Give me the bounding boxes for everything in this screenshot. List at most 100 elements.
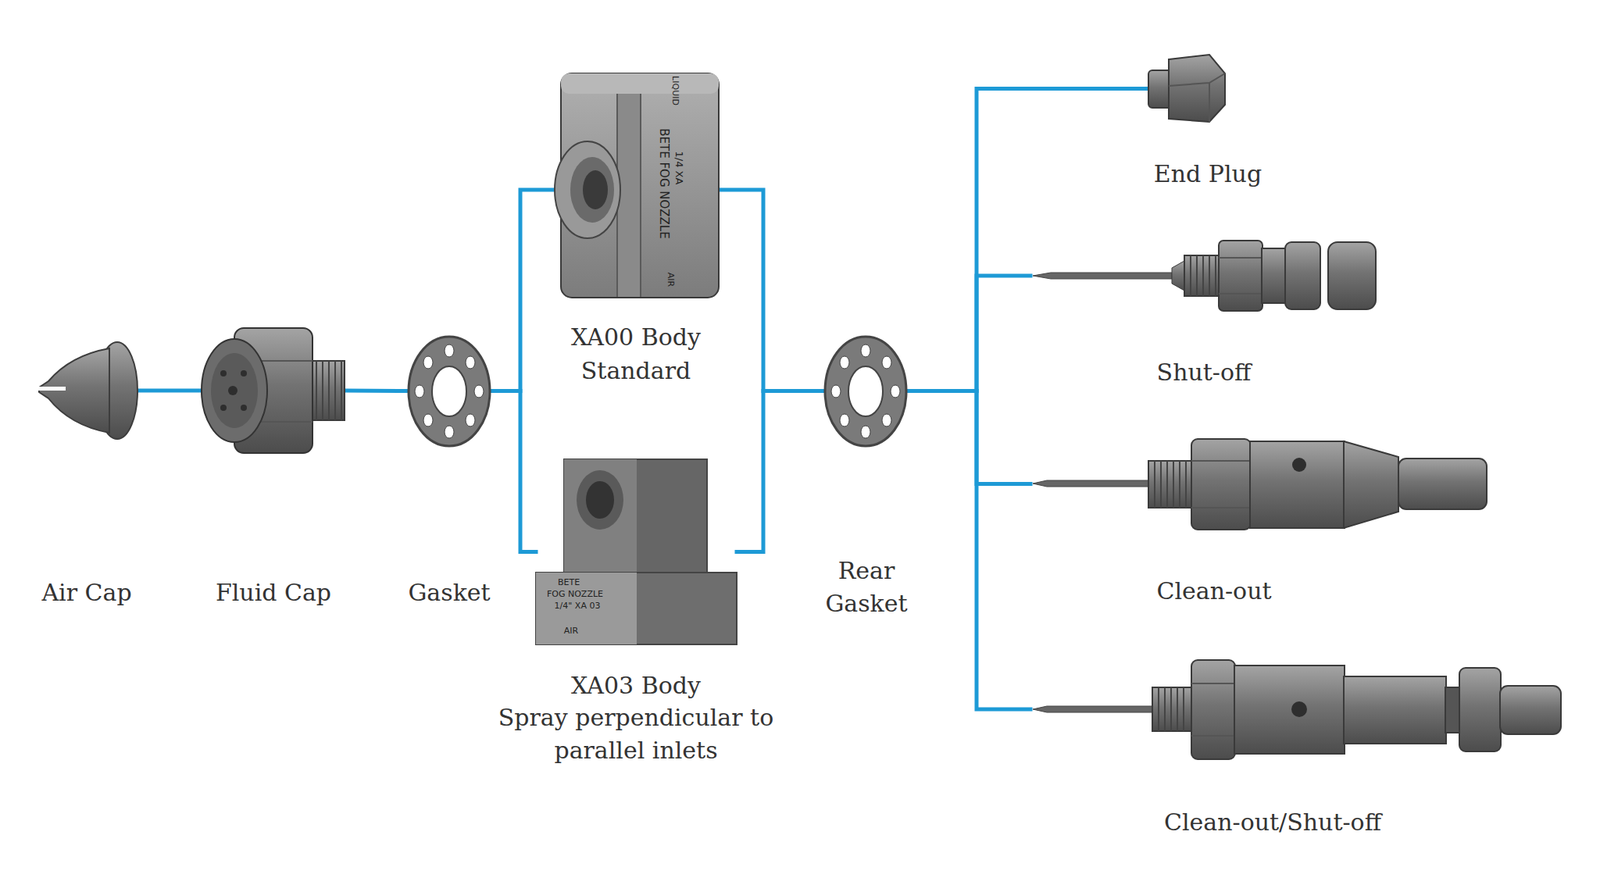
clean-out-illustration — [1032, 439, 1487, 530]
illustration-shape — [1343, 441, 1399, 529]
illustration-shape — [1191, 683, 1236, 736]
illustration-shape — [1032, 272, 1172, 279]
illustration-shape — [432, 366, 467, 417]
part-node: Air Cap — [35, 341, 138, 440]
illustration-shape — [1191, 439, 1251, 530]
illustration-shape — [831, 344, 900, 439]
illustration-shape — [240, 404, 247, 411]
illustration-shape — [1343, 676, 1447, 744]
illustration-shape — [582, 170, 608, 210]
illustration-shape — [1459, 667, 1501, 752]
illustration-shape — [1398, 458, 1487, 510]
part-node: Shut-off — [1030, 239, 1376, 312]
illustration-shape — [560, 73, 719, 94]
illustration-shape — [1285, 242, 1321, 310]
illustration-shape — [1032, 480, 1150, 487]
stamped-text: AIR — [666, 272, 675, 287]
illustration-shape — [1250, 441, 1345, 529]
illustration-shape — [210, 353, 258, 429]
part-node: Gasket — [408, 336, 490, 446]
illustration-shape — [1191, 660, 1236, 760]
illustration-shape — [1328, 242, 1376, 310]
illustration-shape — [1152, 687, 1193, 732]
illustration-shape — [831, 385, 841, 398]
connector-line — [906, 391, 1031, 485]
illustration-shape — [220, 404, 227, 411]
illustration-shape — [1234, 665, 1345, 754]
illustration-shape — [882, 414, 892, 427]
illustration-shape — [882, 356, 892, 369]
gasket-illustration — [408, 336, 490, 447]
part-node: End Plug — [1148, 54, 1225, 123]
connector-line — [719, 189, 825, 392]
part-node: Rear Gasket — [825, 336, 907, 446]
illustration-shape — [1500, 685, 1561, 735]
illustration-shape — [35, 386, 66, 391]
illustration-shape — [554, 141, 621, 239]
illustration-shape — [444, 344, 454, 358]
illustration-shape — [228, 385, 238, 396]
illustration-shape — [1190, 255, 1216, 297]
illustration-shape — [240, 370, 247, 377]
illustration-shape — [414, 385, 425, 398]
stamped-text: 1/4 XA — [674, 151, 685, 186]
stamped-text: BETE FOG NOZZLE — [657, 128, 670, 239]
stamped-text: AIR — [564, 626, 579, 636]
end-plug-illustration — [1148, 54, 1225, 122]
illustration-shape — [839, 356, 850, 369]
illustration-shape — [1261, 248, 1286, 304]
connector-line — [906, 89, 1149, 392]
illustration-shape — [576, 470, 624, 530]
shut-off-illustration — [1032, 240, 1376, 311]
illustration-shape — [1291, 701, 1308, 718]
rear-gasket-illustration — [825, 336, 907, 447]
illustration-shape — [825, 336, 907, 447]
illustration-shape — [860, 425, 871, 439]
illustration-shape — [316, 360, 342, 421]
illustration-shape — [1032, 706, 1154, 713]
illustration-shape — [1218, 240, 1263, 311]
connector-line — [906, 391, 1031, 711]
illustration-shape — [1292, 457, 1307, 472]
illustration-shape — [423, 414, 433, 427]
part-label: Standard — [581, 354, 691, 388]
stamped-text: FOG NOZZLE — [546, 589, 604, 599]
part-label: Clean-out — [1156, 575, 1272, 608]
clean-out-shut-off-illustration — [1032, 660, 1561, 760]
connector-line — [344, 389, 409, 394]
illustration-shape — [535, 572, 737, 645]
illustration-shape — [1184, 255, 1220, 297]
part-label: Clean-out/Shut-off — [1164, 806, 1382, 840]
illustration-shape — [220, 370, 227, 377]
connector-line — [137, 389, 203, 393]
illustration-shape — [474, 385, 484, 398]
part-label: Gasket — [407, 576, 490, 610]
air-cap-illustration — [35, 342, 138, 440]
illustration-shape — [408, 336, 490, 447]
illustration-shape — [1158, 687, 1184, 732]
part-node: XA03 BodySpray perpendicular to parallel… — [535, 459, 737, 645]
part-label: Rear Gasket — [811, 554, 922, 621]
illustration-shape — [1171, 260, 1185, 291]
connector-line — [736, 391, 825, 553]
illustration-shape — [564, 459, 708, 574]
stamped-text: 1/4" XA 03 — [554, 601, 601, 611]
illustration-shape — [848, 366, 883, 417]
part-node: Clean-out — [1030, 437, 1487, 531]
connector-line — [489, 189, 555, 392]
illustration-shape — [414, 344, 484, 439]
part-label: Air Cap — [41, 576, 132, 610]
illustration-shape — [585, 481, 615, 519]
connector-line — [906, 275, 1031, 392]
illustration-shape — [1218, 257, 1263, 294]
xa03-body-illustration — [535, 459, 737, 645]
illustration-shape — [890, 385, 900, 398]
illustration-shape — [1168, 54, 1225, 122]
illustration-shape — [1168, 73, 1225, 122]
fluid-cap-illustration — [201, 328, 345, 454]
part-node: XA00 BodyStandard — [554, 81, 720, 299]
illustration-shape — [465, 414, 475, 427]
part-label: Spray perpendicular to parallel inlets — [495, 701, 777, 768]
